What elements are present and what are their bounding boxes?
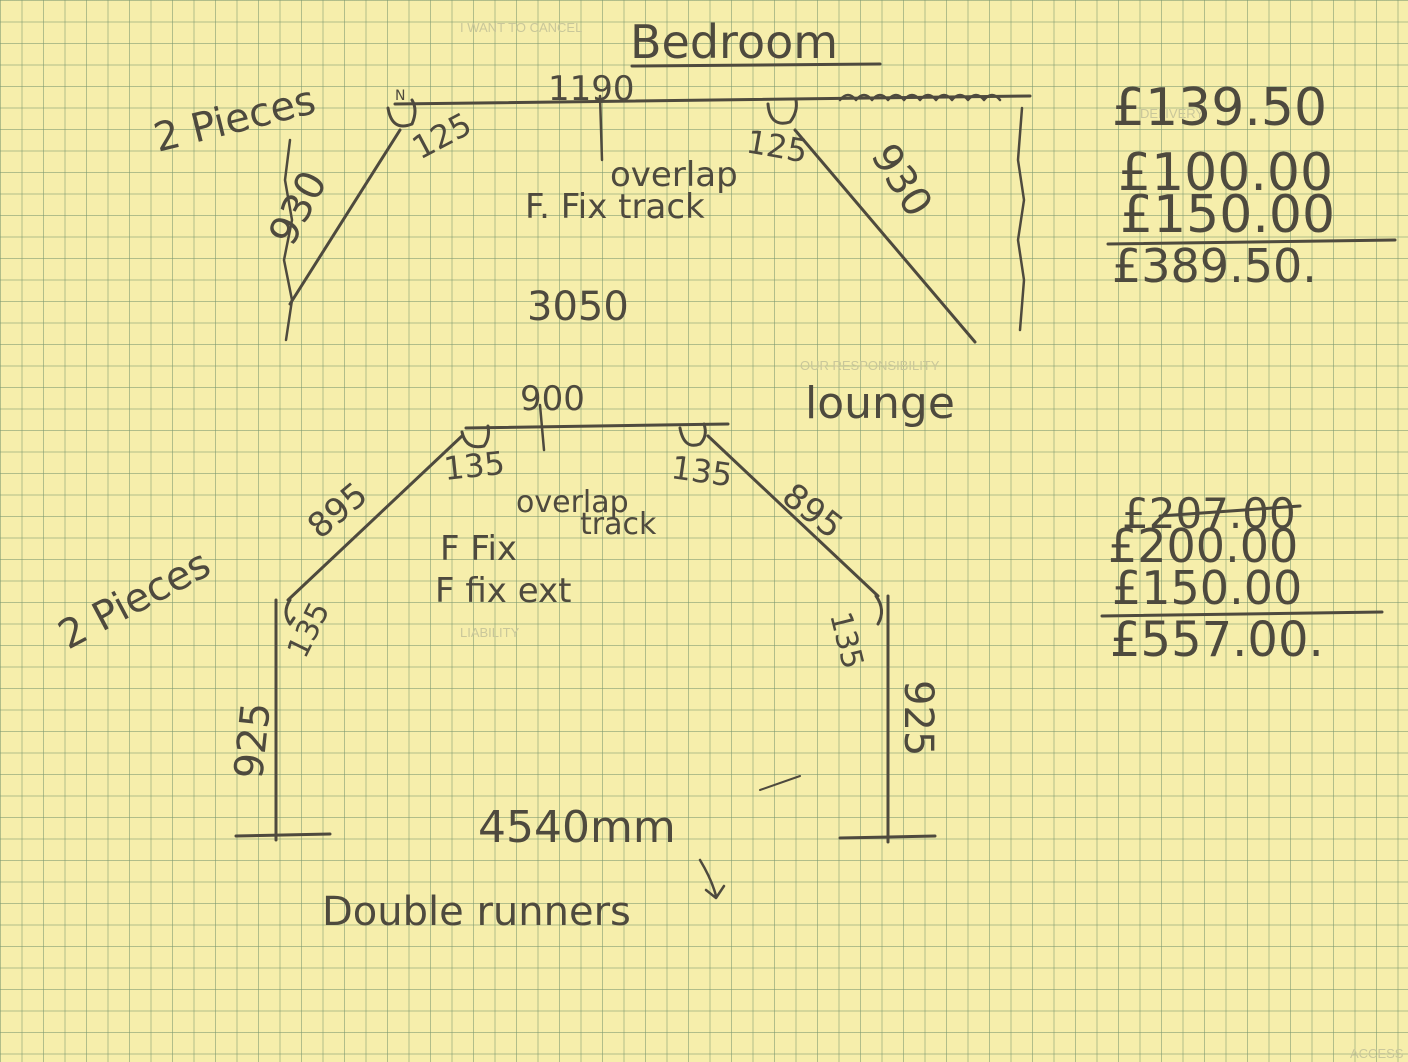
bedroom-cost-line-2: £100.00 [1118, 143, 1333, 203]
lounge-runners-note: Double runners [322, 889, 631, 935]
lounge-lower-right-angle: 135 [822, 608, 870, 672]
bedroom-left-corner [386, 98, 417, 128]
bleed-heading-delivery: DELIVERY [1140, 106, 1204, 121]
bedroom-right-corner [766, 98, 798, 125]
bedroom-left-side: 930 [260, 164, 336, 253]
lounge-width: 4540mm [478, 802, 676, 853]
bedroom-right-side: 930 [862, 136, 941, 225]
lounge-cost-strikethrough [1158, 504, 1302, 518]
bedroom-costs: £139.50 £100.00 £150.00 £389.50. [1106, 78, 1397, 293]
bedroom-left-side-line [288, 128, 402, 306]
lounge-left-angle: 135 [442, 444, 507, 488]
bedroom-right-wall-squiggle [1016, 106, 1026, 332]
bedroom-right-side-line [793, 128, 977, 344]
lounge-overlap-note: overlap [516, 485, 629, 520]
lounge-cost-line-2: £200.00 [1108, 519, 1298, 573]
lounge-left-height: 925 [226, 700, 280, 781]
bedroom-fix-note: F. Fix track [525, 187, 705, 227]
lounge-runners-arrow [698, 858, 726, 900]
bleed-heading-liability: LIABILITY [460, 625, 520, 640]
lounge-right-corner [678, 422, 707, 447]
bleed-through-text: I WANT TO CANCEL DELIVERY OUR RESPONSIBI… [460, 20, 1404, 1061]
lounge-pieces-note: 2 Pieces [51, 541, 218, 659]
bedroom-top-right-squiggle [838, 93, 1002, 102]
bedroom-left-wall-squiggle [282, 138, 294, 342]
bedroom-cost-line-1: £139.50 [1112, 78, 1327, 138]
lounge-fix-ext-note: F fix ext [435, 571, 571, 611]
bedroom-cost-line-3: £150.00 [1120, 185, 1335, 245]
bedroom-overlap-note: overlap [610, 155, 738, 195]
bleed-heading-cancel: I WANT TO CANCEL [460, 20, 582, 35]
bleed-heading-responsibility: OUR RESPONSIBILITY [800, 358, 940, 373]
bedroom-sketch: Bedroom 1190 N 125 125 930 930 2 Pieces … [149, 15, 1032, 344]
lounge-right-foot [838, 834, 937, 840]
lounge-lower-left-angle: 135 [281, 597, 338, 664]
lounge-right-angle: 135 [669, 448, 735, 494]
bedroom-right-angle: 125 [744, 122, 811, 170]
lounge-right-side-line [706, 434, 880, 598]
bedroom-cost-rule [1106, 238, 1397, 246]
lounge-sketch: lounge 900 135 135 895 895 overlap track… [51, 378, 955, 935]
lounge-fix-note: F Fix [440, 529, 517, 569]
lounge-lower-right-corner [874, 594, 883, 626]
lounge-left-corner [460, 424, 490, 449]
lounge-left-foot [234, 832, 332, 838]
bedroom-left-mark: N [395, 88, 405, 104]
bleed-heading-access: ACCESS [1350, 1046, 1404, 1061]
lounge-lower-left-corner [284, 598, 296, 626]
lounge-costs: £207.00 £200.00 £150.00 £557.00. [1100, 489, 1384, 668]
lounge-top-line [464, 422, 730, 430]
lounge-left-side: 895 [300, 475, 375, 547]
bedroom-title: Bedroom [630, 15, 838, 69]
bedroom-left-angle: 125 [406, 105, 478, 167]
lounge-title: lounge [805, 378, 955, 429]
bedroom-title-underline [630, 62, 882, 68]
lounge-cost-total: £557.00. [1110, 612, 1324, 668]
lounge-top-width: 900 [520, 379, 585, 419]
lounge-right-side: 895 [774, 476, 850, 547]
bedroom-cost-total: £389.50. [1112, 239, 1317, 293]
lounge-right-height: 925 [895, 680, 941, 756]
bedroom-pieces-note: 2 Pieces [149, 77, 320, 161]
lounge-track-note: track [580, 507, 657, 542]
bedroom-overlap-marker [598, 94, 604, 162]
lounge-overlap-marker [538, 403, 546, 452]
lounge-left-side-line [286, 434, 464, 602]
lounge-stray-mark [759, 775, 801, 791]
bedroom-width: 3050 [527, 284, 629, 330]
lounge-cost-rule [1100, 610, 1384, 618]
lounge-cost-line-3: £150.00 [1112, 561, 1302, 615]
